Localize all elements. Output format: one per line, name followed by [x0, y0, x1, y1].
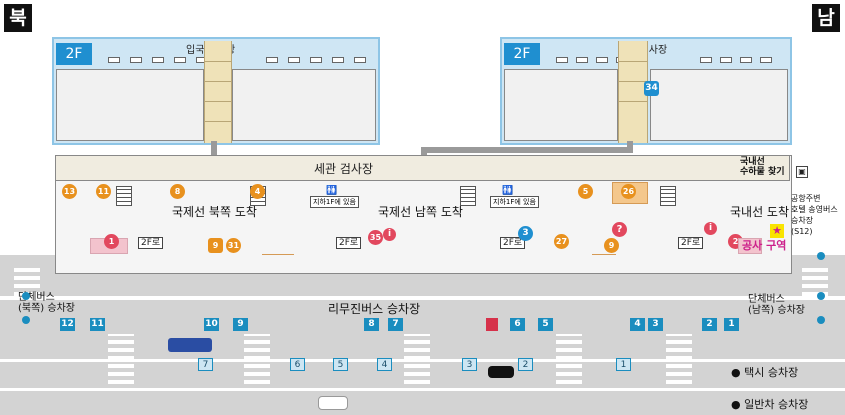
facility-26: 26 — [621, 184, 636, 199]
crosswalk — [108, 334, 134, 384]
taxi-bay-4: 4 — [377, 358, 392, 371]
info-icon: i — [383, 228, 396, 241]
shuttle-north-label: 단체버스(북쪽) 승차장 — [18, 292, 75, 314]
bus-icon — [168, 338, 212, 352]
tree-icon — [817, 316, 825, 324]
esc-2f-label: 2F로 — [678, 237, 704, 249]
taxi-bay-3: 3 — [462, 358, 477, 371]
crosswalk — [666, 334, 692, 384]
facility-34: 34 — [644, 81, 659, 96]
bus-bay-9: 9 — [233, 318, 248, 331]
restroom-icon: 🚻 — [326, 186, 338, 196]
taxi-bay-2: 2 — [518, 358, 533, 371]
bus-bay-8: 8 — [364, 318, 379, 331]
help-icon: ? — [612, 222, 627, 237]
stairs-icon — [460, 186, 476, 206]
info-icon: i — [704, 222, 717, 235]
facility-35: 35 — [368, 230, 383, 245]
floor-tag: 2F — [56, 43, 92, 65]
bus-bay-3: 3 — [648, 318, 663, 331]
road-line — [0, 296, 845, 300]
room-left — [504, 69, 618, 141]
tree-icon — [22, 316, 30, 324]
crosswalk — [802, 268, 828, 296]
hotel-bus-label: 공항주변 호텔 송영버스 승차장 (S12) — [791, 194, 838, 236]
walkway-north — [204, 41, 232, 143]
esc-2f-label: 2F로 — [500, 237, 526, 249]
taxi-bay-5: 5 — [333, 358, 348, 371]
south-marker: 남 — [812, 4, 840, 32]
room-right — [650, 69, 788, 141]
car-icon — [318, 396, 348, 410]
bus-bay-1: 1 — [724, 318, 739, 331]
facility-27: 27 — [554, 234, 569, 249]
bus-bay-2: 2 — [702, 318, 717, 331]
bus-bay-4: 4 — [630, 318, 645, 331]
basement-note: 지하1F에 있음 — [310, 196, 359, 208]
esc-2f-label: 2F로 — [138, 237, 164, 249]
facility-9b: 9 — [604, 238, 619, 253]
facility-3: 3 — [518, 226, 533, 241]
shuttle-south-label: 단체버스(남쪽) 승차장 — [748, 294, 805, 316]
arrival-south-label: 국제선 남쪽 도착 — [378, 205, 463, 219]
facility-5: 5 — [578, 184, 593, 199]
restroom-icon: 🚻 — [502, 186, 514, 196]
immigration-2f-south: 2F 입국 심사장 34 — [500, 37, 792, 145]
taxi-icon — [488, 366, 514, 378]
crosswalk — [244, 334, 270, 384]
facility-11: 11 — [96, 184, 111, 199]
general-car-label: ● 일반차 승차장 — [731, 398, 809, 411]
stairs-icon — [660, 186, 676, 206]
bus-bay-5: 5 — [538, 318, 553, 331]
facility-9: 9 — [208, 238, 223, 253]
immigration-2f-north: 2F 입국 심사장 — [52, 37, 380, 145]
bus-bay-11: 11 — [90, 318, 105, 331]
taxi-bay-7: 7 — [198, 358, 213, 371]
taxi-stand-label: ● 택시 승차장 — [731, 366, 799, 379]
tree-icon — [22, 292, 30, 300]
gate-dashes — [108, 57, 368, 65]
construction-label: 공사 구역 — [742, 239, 787, 252]
bus-bay-6: 6 — [510, 318, 525, 331]
taxi-bay-6: 6 — [290, 358, 305, 371]
facility-4: 4 — [250, 184, 265, 199]
hall-front — [55, 255, 792, 274]
floor-tag: 2F — [504, 43, 540, 65]
zone-pink — [738, 238, 762, 254]
bus-icon — [486, 318, 498, 331]
limousine-label: 리무진버스 승차장 — [328, 302, 421, 316]
taxi-bay-1: 1 — [616, 358, 631, 371]
room-right — [232, 69, 376, 141]
tree-icon — [817, 292, 825, 300]
facility-31: 31 — [226, 238, 241, 253]
north-marker: 북 — [4, 4, 32, 32]
bus-bay-12: 12 — [60, 318, 75, 331]
facility-8: 8 — [170, 184, 185, 199]
esc-2f-label: 2F로 — [336, 237, 362, 249]
crosswalk — [14, 268, 40, 296]
crosswalk — [404, 334, 430, 384]
facility-13: 13 — [62, 184, 77, 199]
tree-icon — [817, 252, 825, 260]
customs-bar — [55, 155, 790, 181]
star-icon: ★ — [770, 224, 784, 238]
facility-1: 1 — [104, 234, 119, 249]
basement-note: 지하1F에 있음 — [490, 196, 539, 208]
stairs-icon — [116, 186, 132, 206]
arrival-north-label: 국제선 북쪽 도착 — [172, 205, 257, 219]
domestic-arrival-label: 국내선 도착 — [730, 205, 790, 219]
room-left — [56, 69, 204, 141]
road-line — [0, 388, 845, 391]
walkway-south — [618, 41, 648, 143]
crosswalk — [556, 334, 582, 384]
bus-bay-10: 10 — [204, 318, 219, 331]
luggage-icon: ▣ — [796, 166, 808, 178]
customs-label: 세관 검사장 — [314, 162, 374, 176]
bus-bay-7: 7 — [388, 318, 403, 331]
